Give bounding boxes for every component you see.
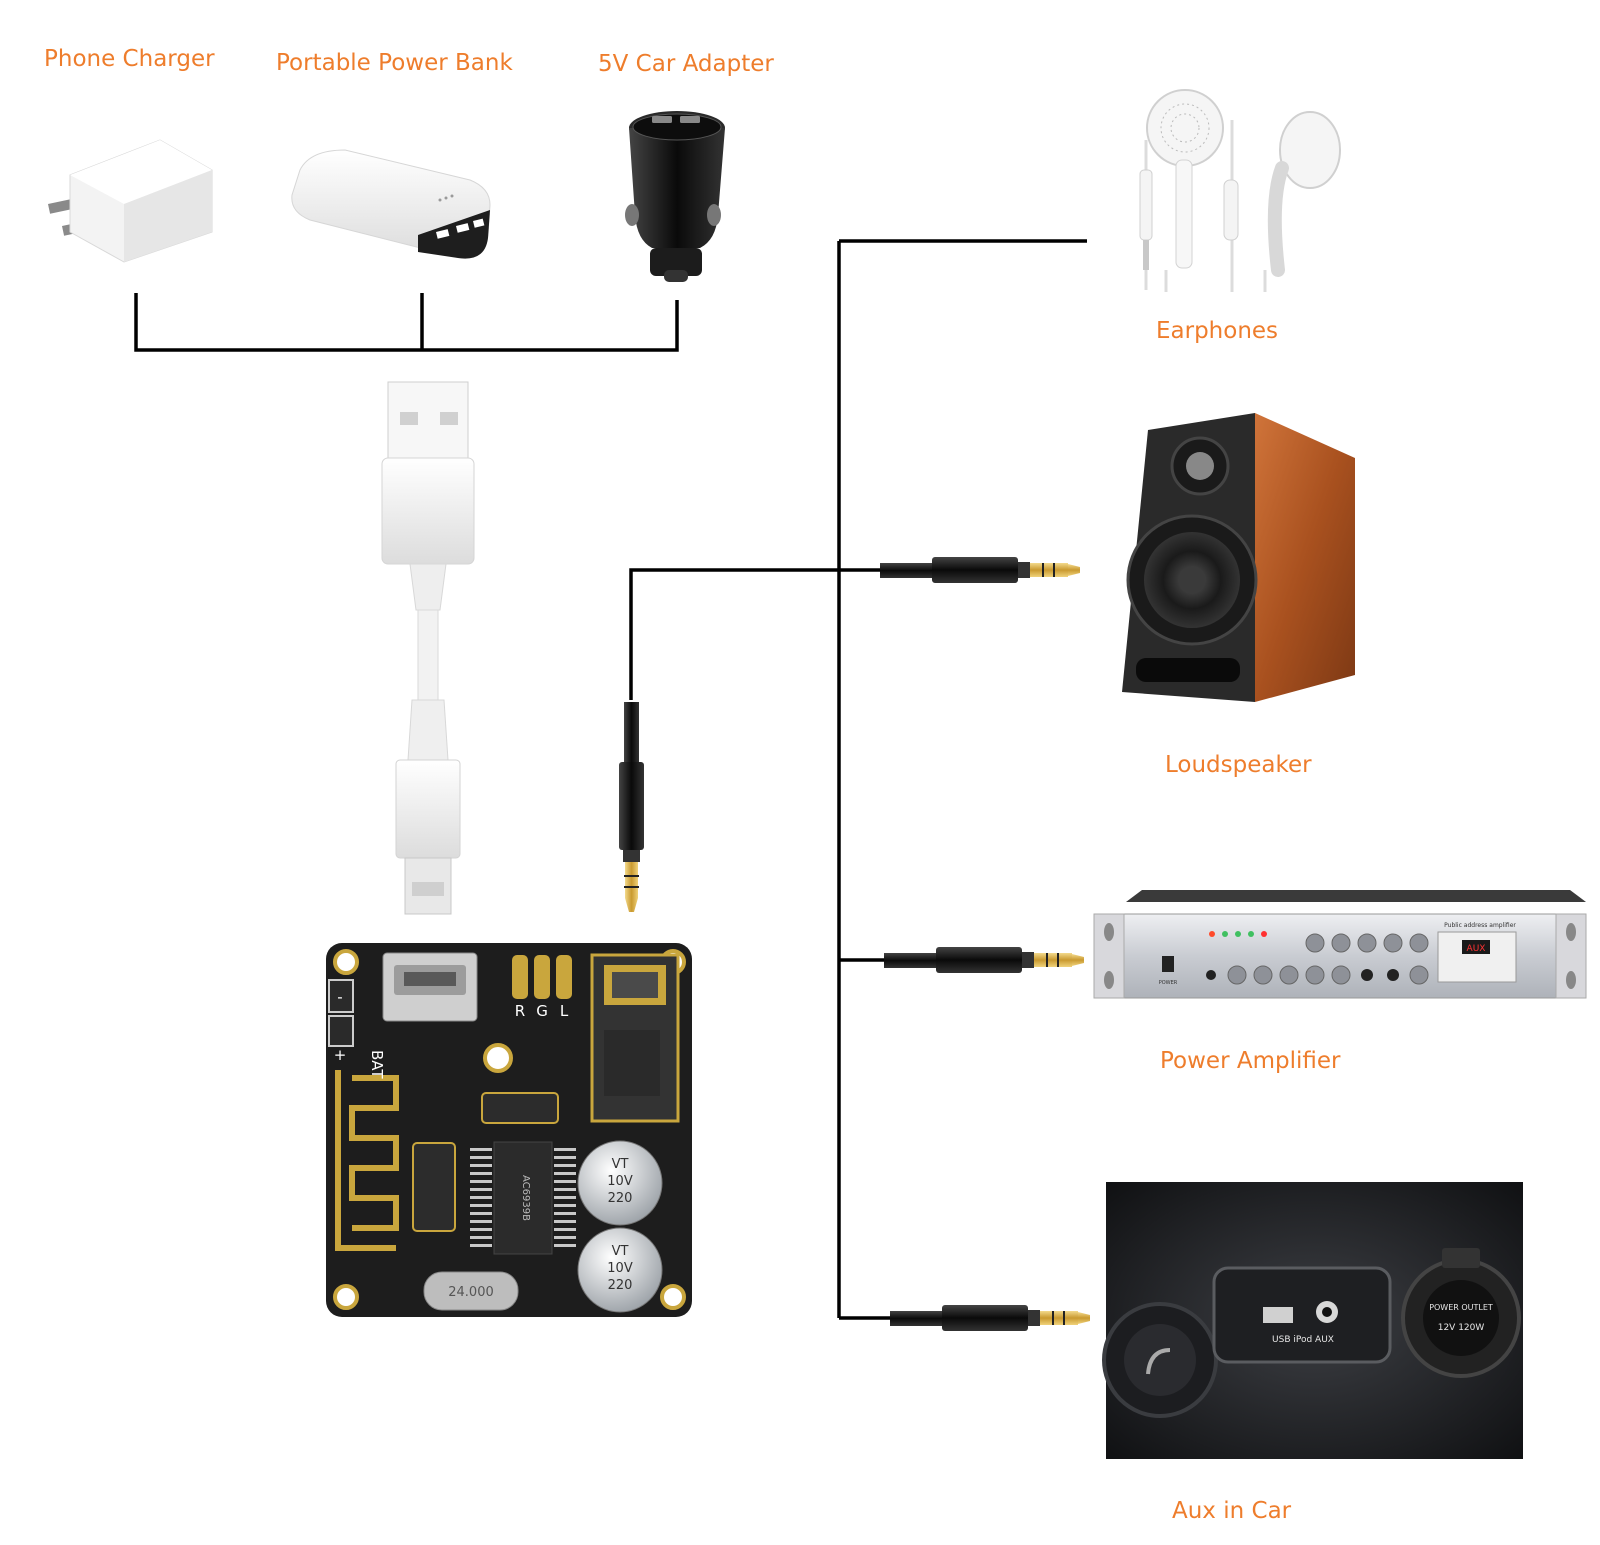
board-minus-label: - xyxy=(337,988,342,1006)
label-earphones: Earphones xyxy=(1156,318,1279,344)
crystal-label: 24.000 xyxy=(448,1285,494,1300)
loudspeaker-icon xyxy=(1122,413,1355,702)
board-l-label: L xyxy=(560,1002,569,1020)
board-components-text: VT 10V 220 VT 10V 220 24.000 AC6939B xyxy=(448,1157,633,1300)
label-car-adapter: 5V Car Adapter xyxy=(598,51,774,77)
board-bat-label: BAT xyxy=(368,1050,386,1079)
amp-power-label: POWER xyxy=(1159,980,1178,986)
amplifier-text: AUX POWER Public address amplifier xyxy=(1159,922,1517,986)
car-outlet-bottom: 12V 120W xyxy=(1438,1323,1485,1333)
cap1-value: 220 xyxy=(608,1191,633,1206)
label-phone-charger: Phone Charger xyxy=(44,46,215,72)
car-outlet-top: POWER OUTLET xyxy=(1429,1303,1493,1312)
board-g-label: G xyxy=(536,1002,548,1020)
label-power-bank: Portable Power Bank xyxy=(276,50,513,76)
phone-charger-icon xyxy=(47,139,213,263)
label-aux-in-car: Aux in Car xyxy=(1172,1498,1292,1524)
cap1-mark: VT xyxy=(612,1157,629,1172)
board-r-label: R xyxy=(515,1002,525,1020)
power-amplifier-icon xyxy=(1093,890,1587,999)
aux-plug-car-icon xyxy=(890,1305,1090,1331)
board-plus-label: + xyxy=(334,1046,347,1064)
board-silkscreen: - + BAT R G L xyxy=(334,988,569,1079)
cap2-mark: VT xyxy=(612,1244,629,1259)
power-bank-icon xyxy=(291,149,491,259)
usb-cable-icon xyxy=(381,381,475,915)
car-port-labels: USB iPod AUX xyxy=(1272,1335,1334,1345)
cap1-voltage: 10V xyxy=(607,1174,633,1189)
amp-display: AUX xyxy=(1467,944,1486,954)
label-power-amplifier: Power Amplifier xyxy=(1160,1048,1341,1074)
earphones-icon xyxy=(1139,89,1341,292)
bluetooth-board-icon xyxy=(326,943,692,1317)
cap2-value: 220 xyxy=(608,1278,633,1293)
label-loudspeaker: Loudspeaker xyxy=(1165,752,1312,778)
car-aux-panel-icon xyxy=(1102,1182,1523,1459)
aux-plug-speaker-icon xyxy=(880,557,1080,583)
power-wires xyxy=(134,293,679,352)
amp-model-text: Public address amplifier xyxy=(1444,922,1516,929)
car-adapter-icon xyxy=(625,111,725,282)
aux-plug-vertical-icon xyxy=(619,702,644,912)
car-panel-text: USB iPod AUX POWER OUTLET 12V 120W xyxy=(1272,1303,1493,1345)
cap2-voltage: 10V xyxy=(607,1261,633,1276)
chip-label: AC6939B xyxy=(520,1175,531,1221)
aux-plug-amplifier-icon xyxy=(884,947,1084,973)
audio-bus-wires xyxy=(629,239,1087,1320)
